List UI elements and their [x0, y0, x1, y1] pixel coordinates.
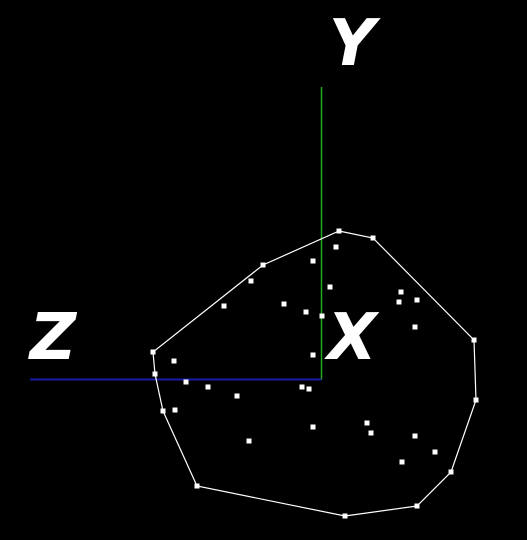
data-point: [171, 358, 177, 364]
data-point: [336, 228, 342, 234]
data-point: [306, 386, 312, 392]
convex-hull-outline: [152, 230, 477, 517]
data-point: [327, 284, 333, 290]
data-point: [370, 235, 376, 241]
y-axis-label: Y: [328, 7, 376, 81]
data-point: [473, 397, 479, 403]
data-point: [333, 244, 339, 250]
data-point: [396, 299, 402, 305]
data-point: [172, 407, 178, 413]
data-point: [432, 449, 438, 455]
data-point: [248, 278, 254, 284]
data-point: [412, 433, 418, 439]
data-point: [260, 262, 266, 268]
data-point: [471, 337, 477, 343]
data-point: [205, 384, 211, 390]
data-point: [246, 438, 252, 444]
data-point: [234, 393, 240, 399]
data-point: [310, 258, 316, 264]
data-point: [414, 503, 420, 509]
data-point: [221, 303, 227, 309]
data-point: [412, 324, 418, 330]
data-point: [342, 513, 348, 519]
data-point: [319, 313, 325, 319]
data-point: [303, 309, 309, 315]
data-point: [194, 483, 200, 489]
data-point: [310, 352, 316, 358]
data-point: [183, 379, 189, 385]
data-point: [160, 408, 166, 414]
z-axis-label: Z: [29, 301, 77, 375]
data-point: [414, 297, 420, 303]
data-point: [368, 430, 374, 436]
data-point: [399, 459, 405, 465]
data-point: [150, 349, 156, 355]
x-axis-label: X: [327, 301, 377, 375]
data-point: [398, 289, 404, 295]
point-cloud: [150, 228, 479, 519]
data-point: [364, 420, 370, 426]
data-point: [448, 469, 454, 475]
data-point: [299, 384, 305, 390]
data-point: [281, 301, 287, 307]
data-point: [310, 424, 316, 430]
data-point: [152, 371, 158, 377]
